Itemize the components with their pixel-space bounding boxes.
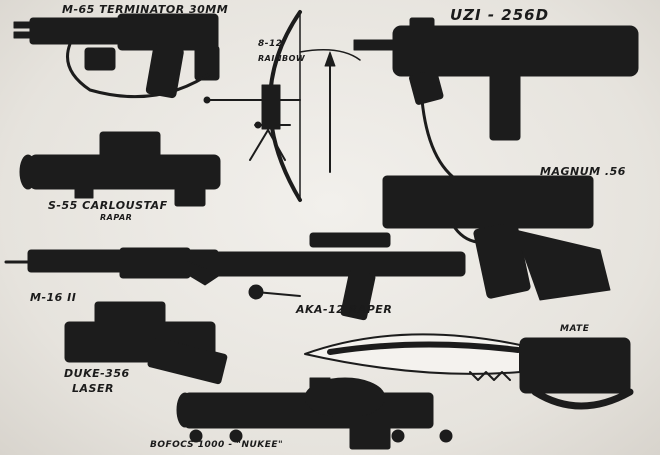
- label-uzi: UZI - 256D: [450, 6, 550, 24]
- label-magnum: MAGNUM .56: [540, 165, 626, 178]
- bow-sketch: [203, 10, 361, 202]
- uzi-sketch: [353, 17, 639, 192]
- label-bofors: BOFOCS 1000 - "NUKEE": [150, 440, 284, 450]
- carloustaf-sketch: [19, 131, 221, 207]
- label-aka12: AKA-12 RAPER: [296, 303, 393, 316]
- label-carloustaf: S-55 CARLOUSTAF: [48, 199, 168, 212]
- label-duke-sub: LASER: [72, 382, 114, 395]
- arrow-sketch: [324, 51, 336, 173]
- m16-sketch: [4, 247, 221, 286]
- bofors-sketch: [176, 377, 453, 450]
- label-bow: 8-12: [258, 39, 283, 49]
- label-mate: MATE: [560, 324, 590, 334]
- label-m65: M-65 TERMINATOR 30MM: [62, 3, 229, 16]
- label-m16: M-16 II: [30, 291, 77, 304]
- label-carloustaf-sub: RAPAR: [100, 213, 133, 222]
- duke-laser-sketch: [64, 301, 228, 385]
- aka12-sketch: [209, 232, 466, 321]
- m65-gun-sketch: [13, 13, 220, 99]
- knife-sketch: [304, 333, 634, 410]
- label-duke: DUKE-356: [64, 367, 130, 380]
- label-bow-sub: RAINBOW: [258, 54, 306, 63]
- magnum-sketch: [382, 175, 611, 301]
